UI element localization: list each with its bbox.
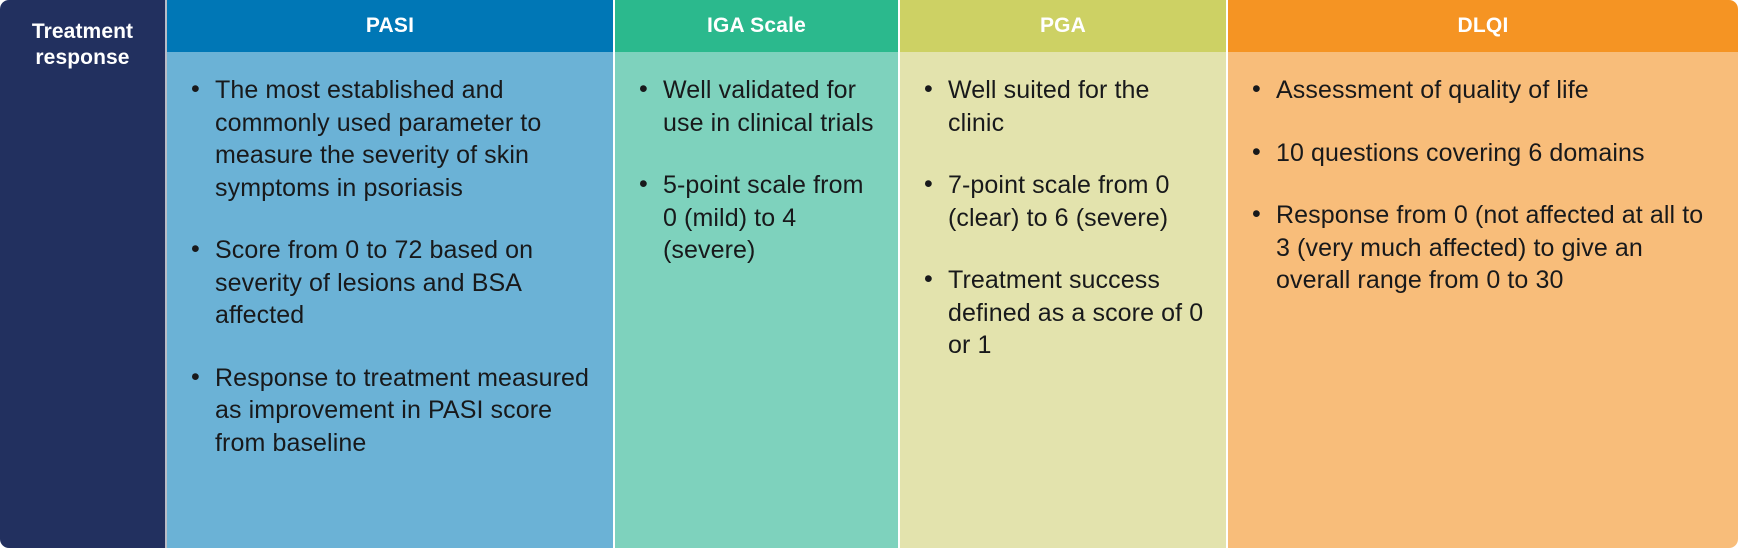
list-item: Well suited for the clinic [922,73,1210,139]
list-item: 5-point scale from 0 (mild) to 4 (severe… [637,168,882,267]
bullet-list-dlqi: Assessment of quality of life 10 questio… [1250,73,1722,297]
column-header-iga-scale: IGA Scale [613,0,898,52]
row-label-text: Treatment response [31,20,134,69]
list-item: Treatment success defined as a score of … [922,263,1210,362]
list-item: Score from 0 to 72 based on severity of … [189,233,597,332]
list-item: 10 questions covering 6 domains [1250,136,1722,170]
column-body-pga: Well suited for the clinic 7-point scale… [898,52,1226,548]
column-header-pasi-label: PASI [365,14,415,37]
column-header-pasi: PASI [167,0,613,52]
column-body-iga-scale: Well validated for use in clinical trial… [613,52,898,548]
list-item: Response from 0 (not affected at all to … [1250,198,1722,297]
column-body-pasi: The most established and commonly used p… [167,52,613,548]
list-item: The most established and commonly used p… [189,73,597,204]
bullet-list-pasi: The most established and commonly used p… [189,73,597,460]
list-item: 7-point scale from 0 (clear) to 6 (sever… [922,168,1210,234]
column-body-dlqi: Assessment of quality of life 10 questio… [1226,52,1738,548]
column-header-dlqi: DLQI [1226,0,1738,52]
bullet-list-iga-scale: Well validated for use in clinical trial… [637,73,882,267]
list-item: Assessment of quality of life [1250,73,1722,107]
list-item: Well validated for use in clinical trial… [637,73,882,139]
column-header-pga: PGA [898,0,1226,52]
column-header-pga-label: PGA [1039,14,1087,37]
list-item: Response to treatment measured as improv… [189,361,597,460]
row-label-treatment-response: Treatment response [0,0,167,548]
bullet-list-pga: Well suited for the clinic 7-point scale… [922,73,1210,362]
column-header-dlqi-label: DLQI [1457,14,1509,37]
column-header-iga-scale-label: IGA Scale [706,14,807,37]
